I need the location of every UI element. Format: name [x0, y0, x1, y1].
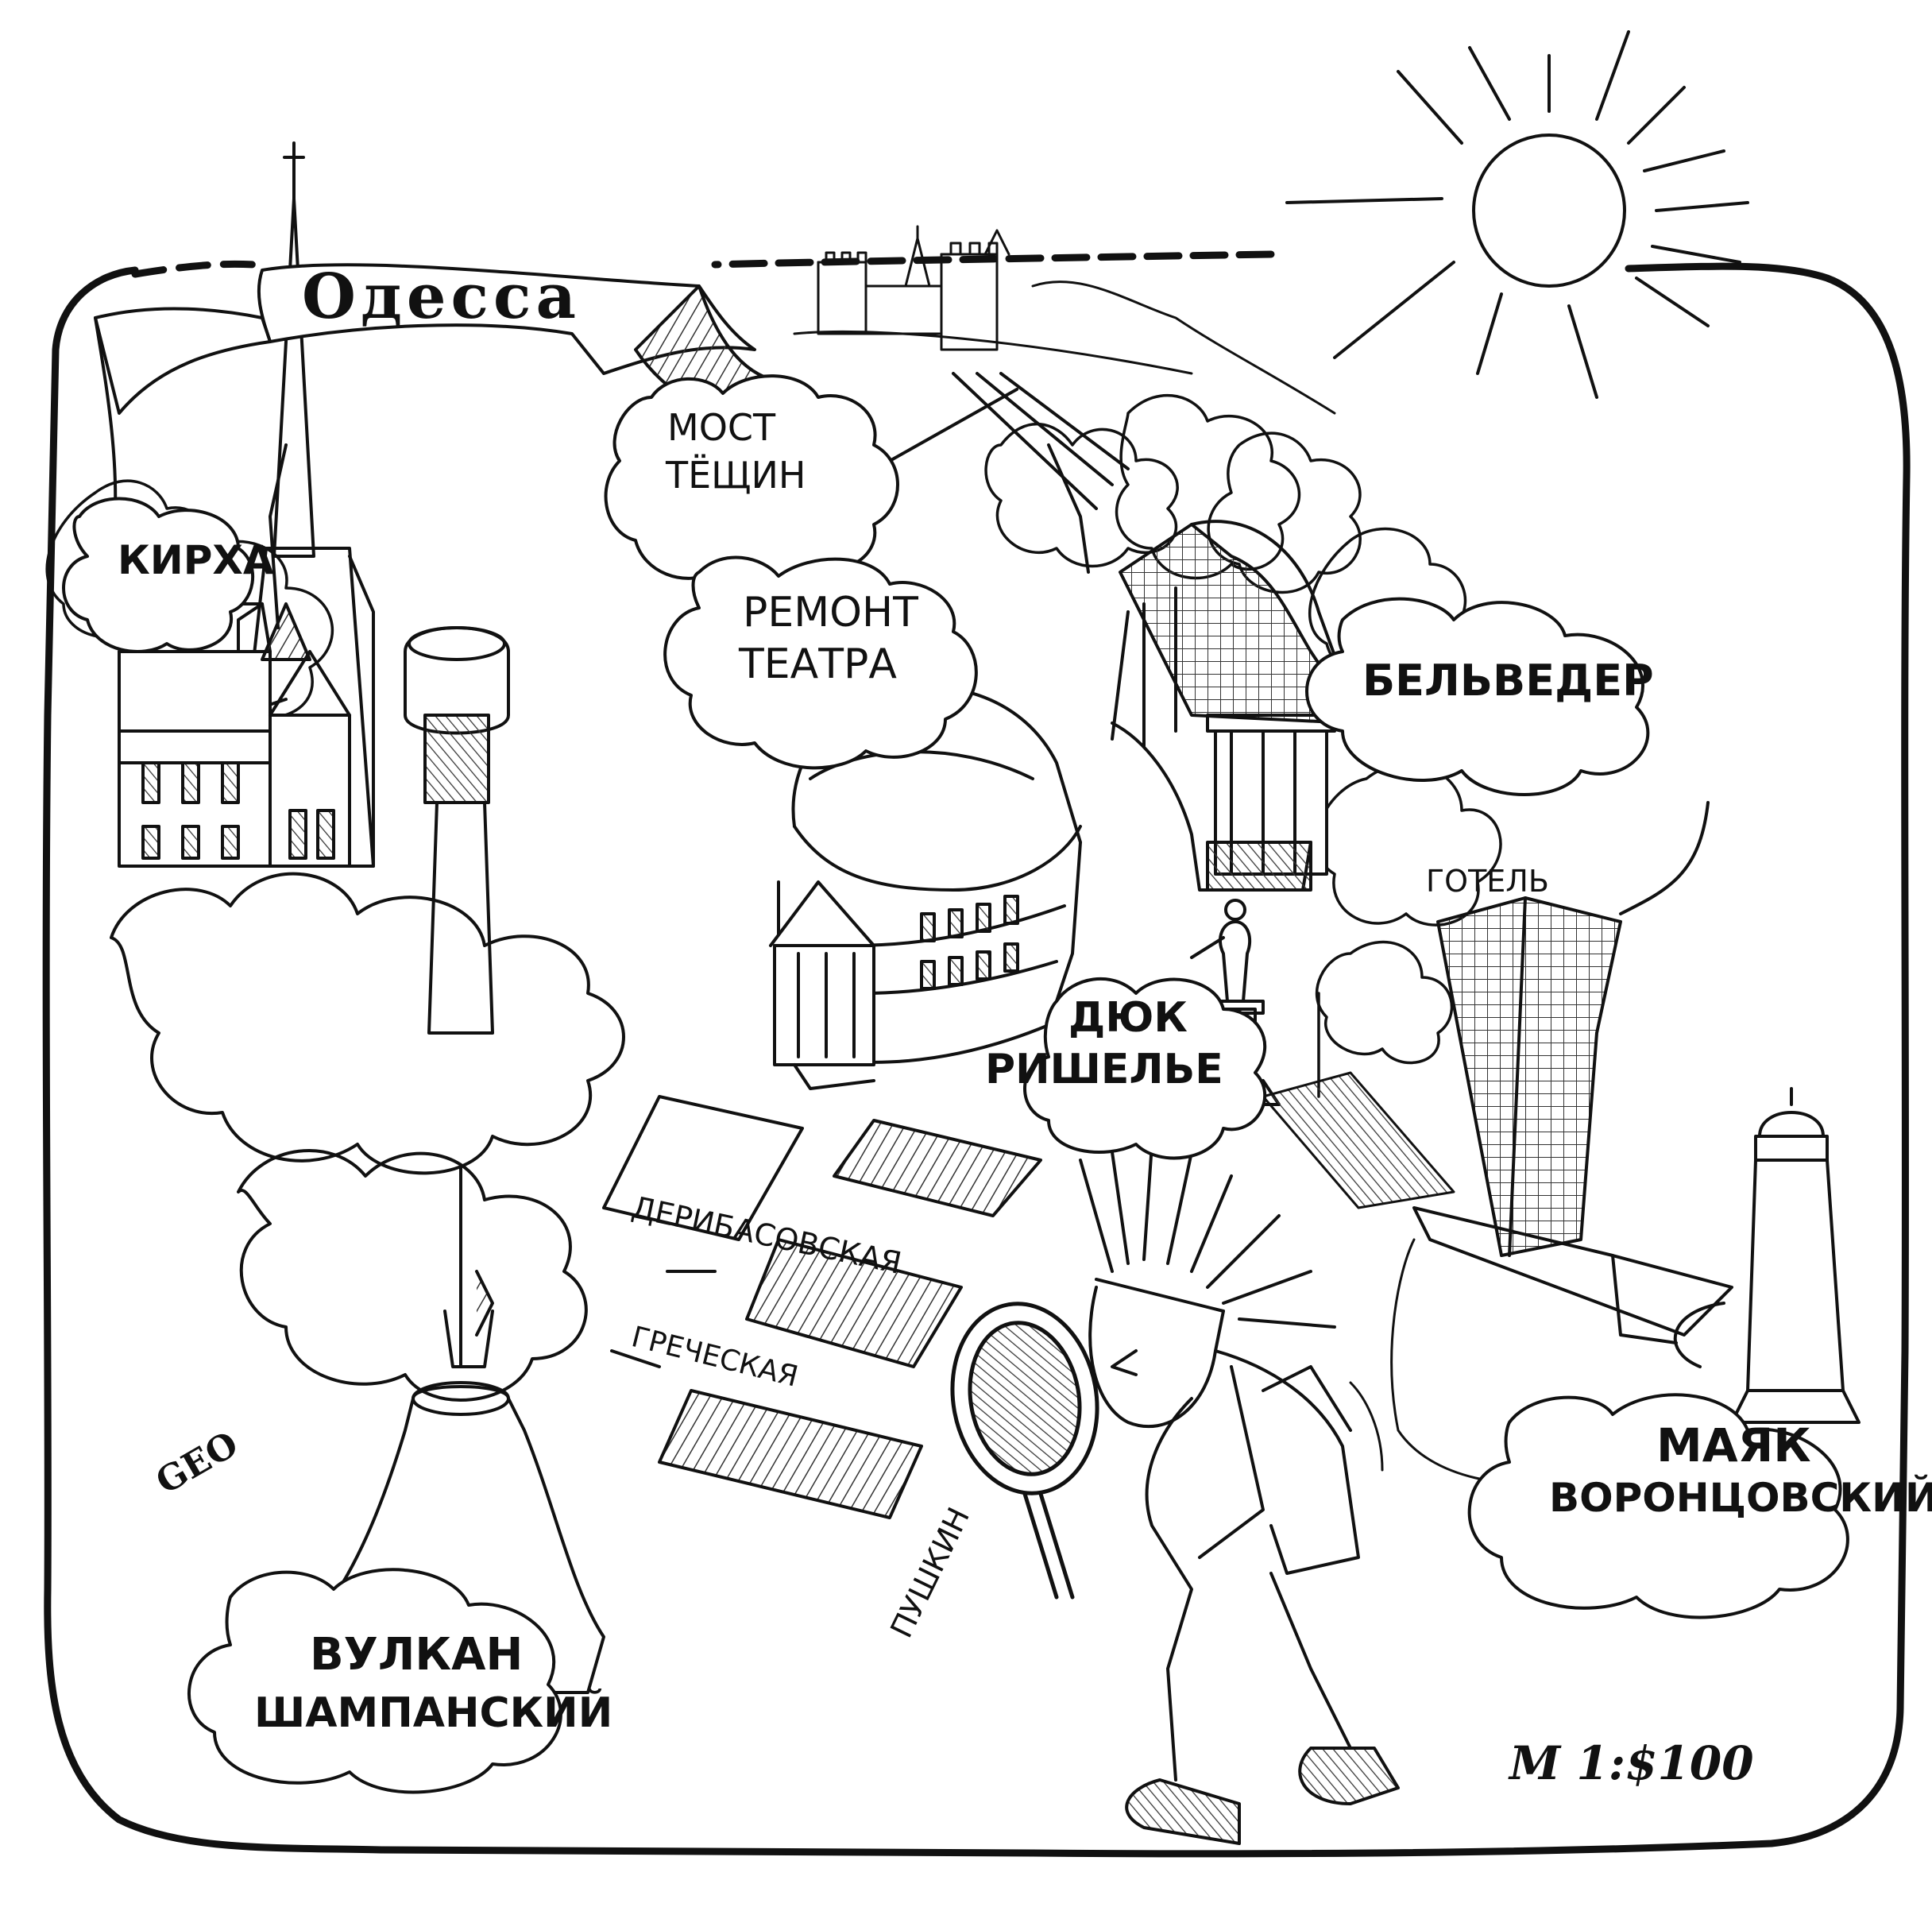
stairs-icon [1262, 1071, 1455, 1209]
label-hotel: ГОТЕЛЬ [1426, 864, 1549, 899]
label-theatre-line2: ТЕАТРА [739, 640, 897, 688]
magnifier-icon [950, 1302, 1099, 1600]
map-scale: М 1:$100 [1509, 1736, 1754, 1790]
label-theatre-line1: РЕМОНТ [743, 589, 918, 636]
church-icon [118, 141, 375, 868]
label-lighthouse-line2: ВОРОНЦОВСКИЙ [1549, 1475, 1932, 1521]
map-title: Одесса [302, 261, 582, 333]
theatre-icon [769, 658, 1082, 1090]
label-clouds [62, 374, 1849, 1794]
map-frame [42, 250, 1911, 1858]
castle-icon [793, 225, 1336, 415]
label-volcano-line1: ВУЛКАН [310, 1629, 524, 1681]
bridge-icon [888, 372, 1130, 574]
sun-icon [1285, 30, 1749, 399]
label-duke-line2: РИШЕЛЬЕ [985, 1046, 1223, 1093]
label-duke-line1: ДЮК [1068, 994, 1188, 1042]
hotel-icon [1412, 801, 1733, 1344]
label-kirkha: КИРХА [118, 537, 274, 583]
label-lighthouse-line1: МАЯК [1656, 1418, 1811, 1472]
label-volcano-line2: ШАМПАНСКИЙ [254, 1689, 613, 1737]
lighthouse-icon [1673, 1087, 1861, 1424]
label-bridge-line2: ТЁЩИН [666, 454, 806, 497]
explorer-icon [1079, 1143, 1400, 1845]
label-bridge-line1: МОСТ [667, 406, 776, 449]
street-grid [602, 1095, 1042, 1519]
label-belvedere: БЕЛЬВЕДЕР [1362, 656, 1654, 706]
